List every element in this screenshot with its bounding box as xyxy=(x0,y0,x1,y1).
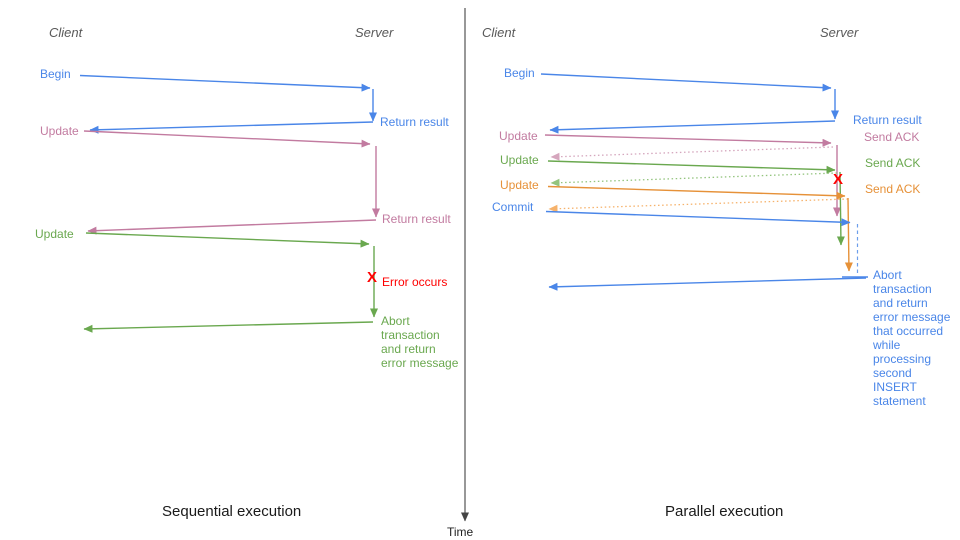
begin-label: Begin xyxy=(504,66,535,80)
server-process-line xyxy=(844,197,853,272)
return-result-arrow xyxy=(549,120,836,134)
text-line: second xyxy=(873,366,912,380)
text-line: error message xyxy=(381,356,459,370)
text-line: Abort xyxy=(381,314,410,328)
update-request-arrow xyxy=(547,185,846,200)
text-line: and return xyxy=(873,296,928,310)
text-line: that occurred xyxy=(873,324,944,338)
return-result-label: Return result xyxy=(380,115,449,129)
return-result-label: Return result xyxy=(853,113,922,127)
send-ack-arrow xyxy=(548,198,849,213)
error-x-icon: X xyxy=(367,269,378,286)
begin-label: Begin xyxy=(40,67,71,81)
return-result-arrow xyxy=(87,219,377,235)
send-ack-label: Send ACK xyxy=(865,156,921,170)
parallel-panel-arrows xyxy=(540,73,868,291)
commit-request-arrow xyxy=(545,210,851,227)
begin-request-arrow xyxy=(540,73,832,92)
update-request-arrow xyxy=(85,232,370,248)
client-header: Client xyxy=(49,25,83,40)
update-label: Update xyxy=(500,153,539,167)
server-process-line xyxy=(836,171,845,246)
sequential-caption: Sequential execution xyxy=(162,503,302,520)
text-line: processing xyxy=(873,352,932,366)
text-line: while xyxy=(873,338,901,352)
update-request-arrow xyxy=(83,130,371,148)
parallel-caption: Parallel execution xyxy=(665,503,784,520)
text-line: statement xyxy=(873,394,926,408)
send-ack-label: Send ACK xyxy=(864,130,920,144)
send-ack-arrow xyxy=(550,146,834,161)
send-ack-arrow xyxy=(550,172,838,187)
text-line: transaction xyxy=(381,328,440,342)
commit-label: Commit xyxy=(492,200,534,214)
text-line: INSERT xyxy=(873,380,917,394)
text-line: error message xyxy=(873,310,951,324)
update-label: Update xyxy=(40,124,79,138)
update-label: Update xyxy=(35,227,74,241)
error-x-icon: X xyxy=(833,171,844,188)
begin-request-arrow xyxy=(79,74,371,92)
send-ack-label: Send ACK xyxy=(865,182,921,196)
update-label: Update xyxy=(500,178,539,192)
return-result-arrow xyxy=(89,121,374,134)
abort-return-arrow xyxy=(83,321,374,333)
update-label: Update xyxy=(499,129,538,143)
error-occurs-label: Error occurs xyxy=(382,275,448,289)
update-request-arrow xyxy=(547,160,836,174)
sequential-panel-arrows xyxy=(79,74,380,333)
time-axis-label: Time xyxy=(447,525,474,539)
text-line: Abort xyxy=(873,268,902,282)
text-line: transaction xyxy=(873,282,932,296)
client-header: Client xyxy=(482,25,516,40)
abort-return-arrow xyxy=(548,277,867,291)
return-result-label: Return result xyxy=(382,212,451,226)
server-header: Server xyxy=(820,25,859,40)
update-request-arrow xyxy=(544,134,832,147)
text-line: and return xyxy=(381,342,436,356)
server-header: Server xyxy=(355,25,394,40)
